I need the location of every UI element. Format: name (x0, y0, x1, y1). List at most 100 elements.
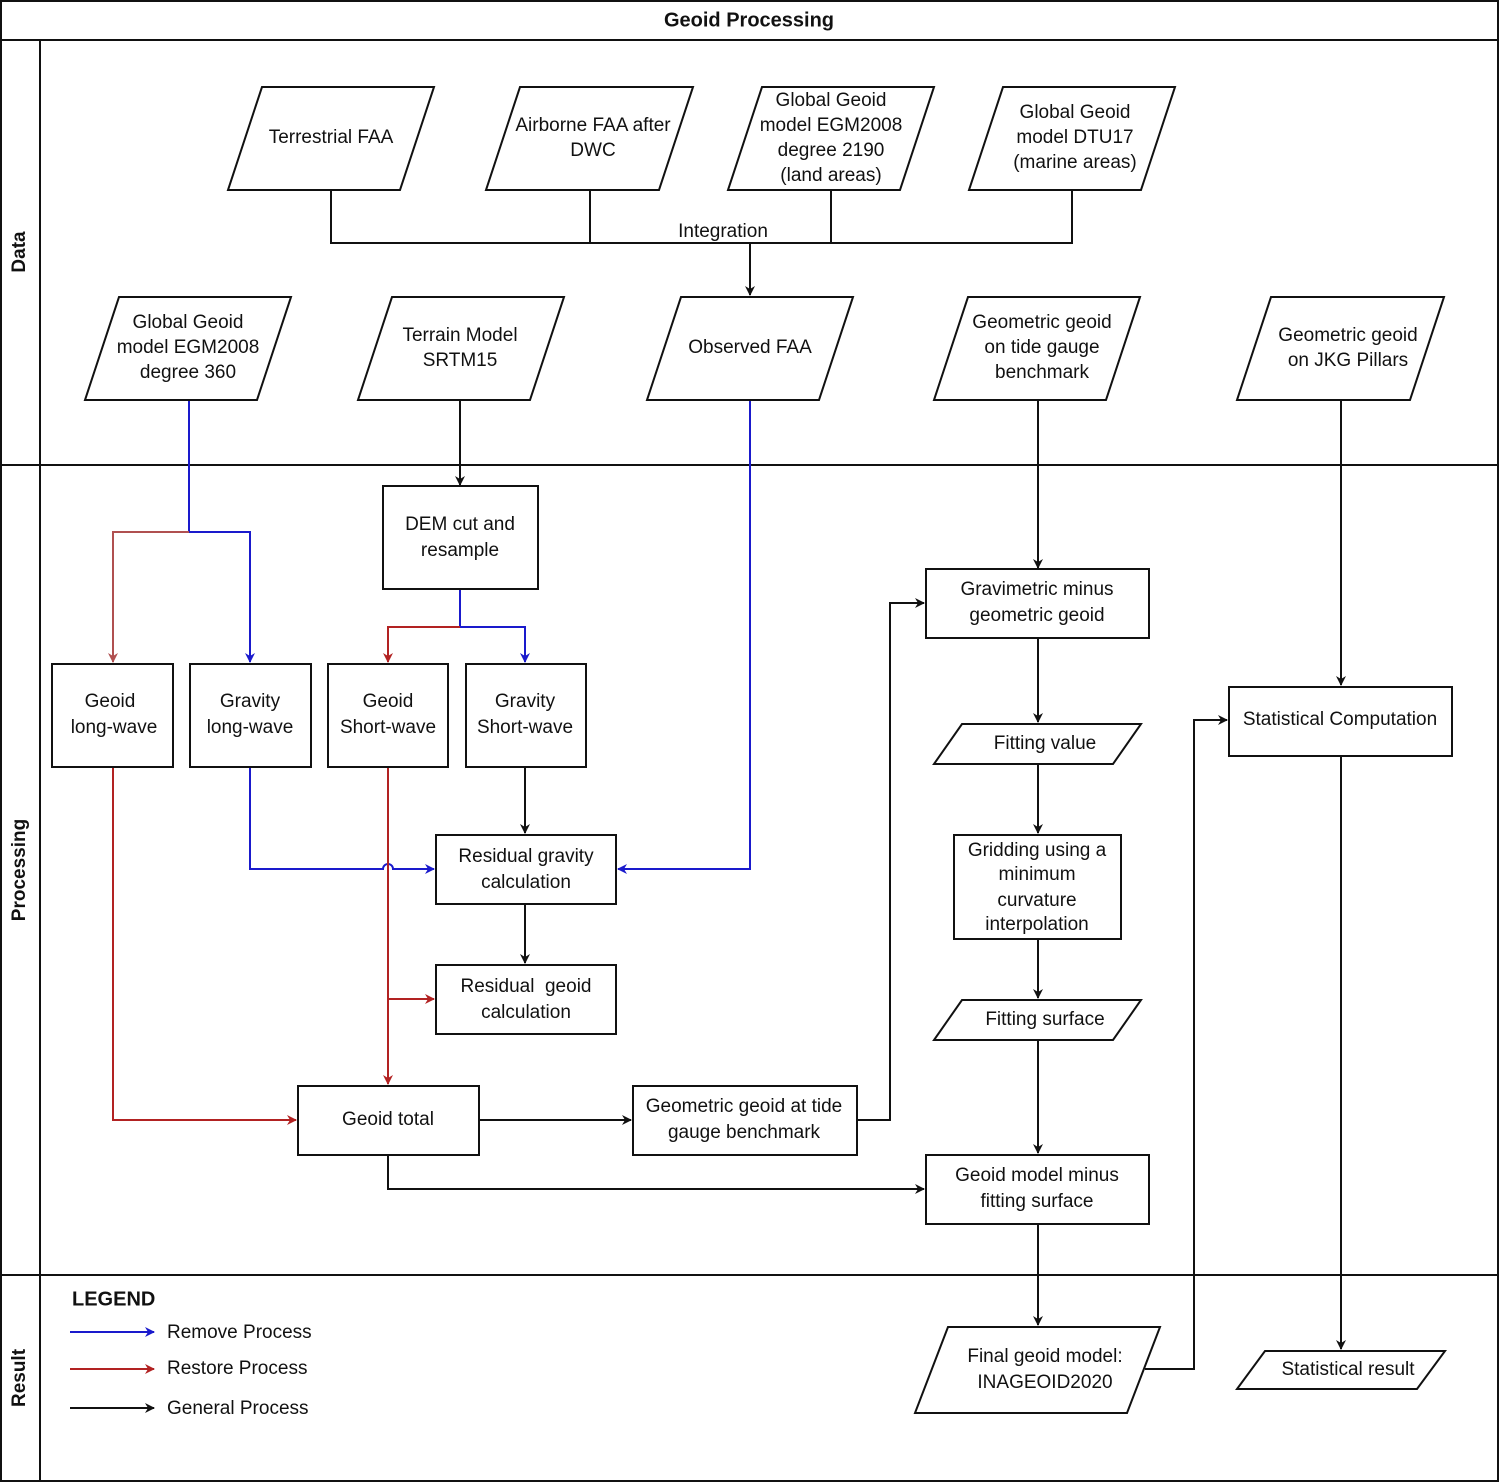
lane-label-data: Data (9, 231, 30, 273)
svg-text:calculation: calculation (481, 872, 571, 893)
svg-text:long-wave: long-wave (71, 717, 158, 738)
observed-faa-to-residual-arrow (617, 400, 751, 874)
svg-text:Observed FAA: Observed FAA (688, 337, 812, 358)
svg-text:on tide gauge: on tide gauge (984, 337, 1099, 358)
svg-text:calculation: calculation (481, 1002, 571, 1023)
svg-text:(marine areas): (marine areas) (1013, 152, 1137, 173)
lane-label-processing: Processing (9, 819, 30, 921)
svg-text:Statistical result: Statistical result (1281, 1359, 1415, 1380)
lane-label-result: Result (9, 1348, 30, 1407)
svg-text:minimum: minimum (998, 864, 1075, 885)
svg-text:Gravity: Gravity (495, 691, 556, 712)
svg-text:degree 360: degree 360 (140, 362, 236, 383)
node-observed-faa: Observed FAA (645, 296, 855, 401)
svg-text:Geoid model minus: Geoid model minus (955, 1165, 1119, 1186)
legend-remove-label: Remove Process (167, 1322, 312, 1343)
svg-text:Fitting surface: Fitting surface (985, 1009, 1104, 1030)
svg-text:Residual gravity: Residual gravity (458, 846, 594, 867)
svg-text:Geometric geoid at tide: Geometric geoid at tide (646, 1096, 842, 1117)
svg-text:fitting surface: fitting surface (981, 1191, 1094, 1212)
gravity-long-to-residual-arrow (249, 767, 435, 874)
node-text: Terrestrial FAA (269, 127, 394, 148)
node-dtu17: Global Geoid model DTU17 (marine areas) (967, 86, 1177, 191)
node-gravity-long-wave: Gravity long-wave (189, 663, 312, 768)
node-geometric-at-tide: Geometric geoid at tide gauge benchmark (632, 1085, 858, 1156)
svg-text:DWC: DWC (570, 140, 615, 161)
node-srtm15: Terrain Model SRTM15 (356, 296, 566, 401)
node-residual-gravity: Residual gravity calculation (435, 834, 617, 905)
svg-text:Gravity: Gravity (220, 691, 281, 712)
egm360-connectors (108, 400, 255, 663)
node-airborne-faa: Airborne FAA after DWC (484, 86, 695, 191)
statistics-connectors (1145, 400, 1346, 1370)
svg-text:Global Geoid: Global Geoid (1020, 102, 1131, 123)
node-statistical-result: Statistical result (1235, 1350, 1447, 1390)
svg-text:INAGEOID2020: INAGEOID2020 (977, 1372, 1112, 1393)
svg-text:Fitting value: Fitting value (994, 733, 1096, 754)
node-final-geoid-model: Final geoid model: INAGEOID2020 (913, 1326, 1162, 1414)
svg-text:on JKG Pillars: on JKG Pillars (1288, 350, 1408, 371)
diagram-title: Geoid Processing (664, 9, 834, 31)
svg-text:Geoid: Geoid (363, 691, 414, 712)
svg-text:Geometric geoid: Geometric geoid (1278, 325, 1417, 346)
dem-connectors (383, 589, 530, 663)
legend-title: LEGEND (72, 1288, 155, 1310)
node-fitting-value: Fitting value (932, 723, 1143, 765)
svg-text:(land areas): (land areas) (780, 165, 881, 186)
node-terrestrial-faa: Terrestrial FAA (226, 86, 436, 191)
svg-text:resample: resample (421, 540, 499, 561)
svg-text:Geoid: Geoid (85, 691, 136, 712)
svg-text:Gravimetric minus: Gravimetric minus (960, 579, 1113, 600)
integration-label: Integration (678, 221, 768, 242)
node-residual-geoid: Residual geoid calculation (435, 964, 617, 1035)
legend-general-label: General Process (167, 1398, 309, 1419)
svg-text:interpolation: interpolation (985, 914, 1089, 935)
node-geoid-long-wave: Geoid long-wave (51, 663, 174, 768)
svg-text:Final geoid model:: Final geoid model: (967, 1346, 1122, 1367)
geoid-long-to-total-arrow (112, 767, 297, 1125)
node-text: Airborne FAA after (515, 115, 671, 136)
svg-text:degree 2190: degree 2190 (778, 140, 885, 161)
node-gravimetric-minus-geometric: Gravimetric minus geometric geoid (925, 568, 1150, 639)
svg-text:benchmark: benchmark (995, 362, 1089, 383)
legend: LEGEND Remove Process Restore Process Ge… (70, 1288, 312, 1419)
node-geoid-minus-fitting: Geoid model minus fitting surface (925, 1154, 1150, 1225)
svg-text:Geoid total: Geoid total (342, 1109, 434, 1130)
geoid-short-connectors (383, 767, 435, 1085)
svg-text:model EGM2008: model EGM2008 (760, 115, 903, 136)
svg-text:Statistical Computation: Statistical Computation (1243, 709, 1437, 730)
node-geoid-short-wave: Geoid Short-wave (327, 663, 449, 768)
node-text: DWC (570, 140, 615, 161)
geom-at-tide-to-grav-minus-arrow (857, 598, 925, 1121)
svg-text:gauge benchmark: gauge benchmark (668, 1122, 821, 1143)
node-gridding: Gridding using a minimum curvature inter… (953, 834, 1122, 940)
node-dem-cut: DEM cut and resample (382, 485, 539, 590)
svg-text:Terrestrial FAA: Terrestrial FAA (269, 127, 394, 148)
node-fitting-surface: Fitting surface (932, 999, 1143, 1041)
svg-text:Short-wave: Short-wave (340, 717, 436, 738)
svg-text:Gridding using a: Gridding using a (968, 840, 1107, 861)
svg-text:Geometric geoid: Geometric geoid (972, 312, 1111, 333)
svg-text:Global Geoid: Global Geoid (133, 312, 244, 333)
svg-text:Global Geoid: Global Geoid (776, 90, 887, 111)
node-geoid-total: Geoid total (297, 1085, 480, 1156)
svg-text:geometric geoid: geometric geoid (969, 605, 1104, 626)
svg-text:DEM cut and: DEM cut and (405, 514, 515, 535)
total-to-minus-fit-arrow (387, 1155, 925, 1194)
svg-text:Short-wave: Short-wave (477, 717, 573, 738)
node-egm2008-2190: Global Geoid model EGM2008 degree 2190 (… (726, 86, 936, 191)
legend-restore-label: Restore Process (167, 1358, 307, 1379)
svg-text:SRTM15: SRTM15 (423, 350, 498, 371)
node-geometric-jkg: Geometric geoid on JKG Pillars (1235, 296, 1446, 401)
svg-text:long-wave: long-wave (207, 717, 294, 738)
svg-text:model DTU17: model DTU17 (1016, 127, 1133, 148)
svg-text:model EGM2008: model EGM2008 (117, 337, 260, 358)
node-gravity-short-wave: Gravity Short-wave (465, 663, 587, 768)
node-egm2008-360: Global Geoid model EGM2008 degree 360 (83, 296, 293, 401)
svg-text:curvature: curvature (997, 890, 1076, 911)
node-statistical-computation: Statistical Computation (1228, 686, 1453, 757)
svg-text:Airborne FAA after: Airborne FAA after (515, 115, 671, 136)
node-geometric-tide-gauge: Geometric geoid on tide gauge benchmark (932, 296, 1142, 401)
